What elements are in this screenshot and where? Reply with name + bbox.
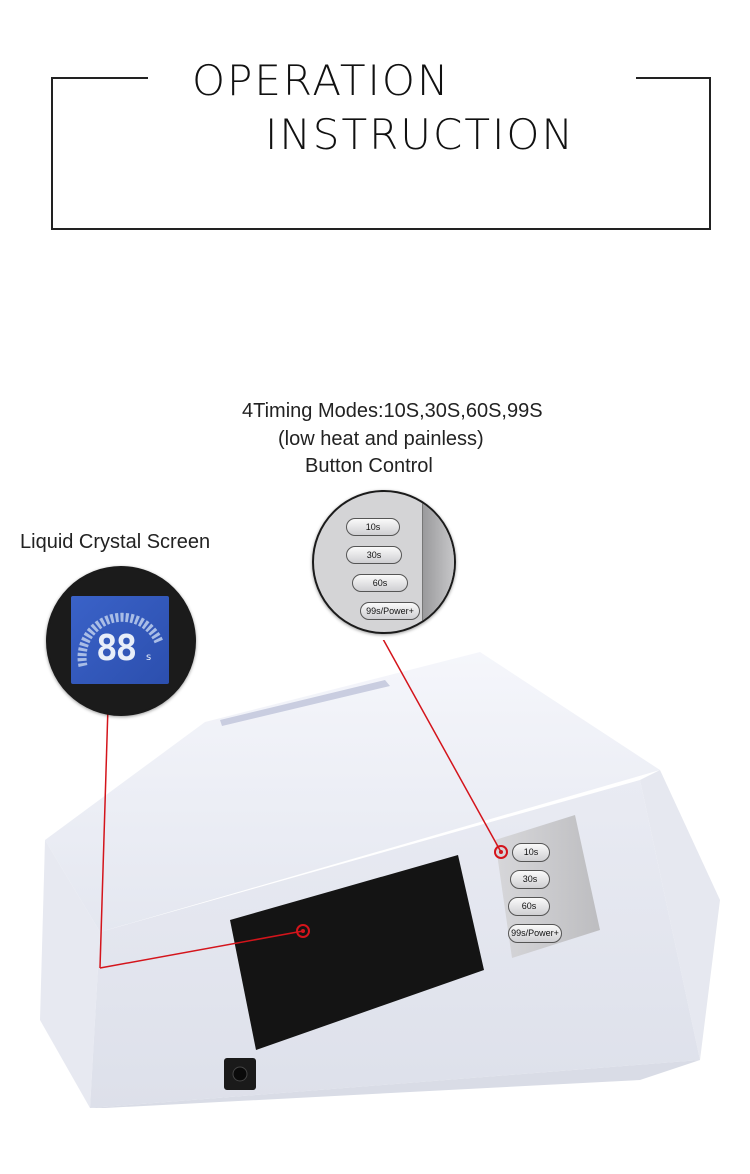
frame-top-right-line [636,77,711,79]
lcd-display [71,596,169,684]
timing-subcaption: (low heat and painless) [278,428,484,450]
page-title-line2: INSTRUCTION [265,110,575,159]
frame-right-line [709,77,711,230]
zoom-button-99s-power[interactable]: 99s/Power+ [360,602,420,620]
device-button-10s[interactable]: 10s [512,843,550,862]
device-left-bevel [40,840,100,1108]
device-right-bevel [640,770,720,1060]
zoom-button-30s[interactable]: 30s [346,546,402,564]
page-title-line1: OPERATION [192,56,451,105]
device-button-30s[interactable]: 30s [510,870,550,889]
device-button-99s-power[interactable]: 99s/Power+ [508,924,562,943]
frame-left-line [51,77,53,230]
lcd-digits: 88 [96,628,137,669]
zoom-button-10s[interactable]: 10s [346,518,400,536]
device-lcd-screen [230,855,484,1050]
lcd-unit: s [146,652,152,663]
device-top-surface [45,652,660,932]
lcd-caption: Liquid Crystal Screen [20,531,211,553]
device-top-label [220,680,390,726]
device-button-60s[interactable]: 60s [508,897,550,916]
timing-modes-caption: 4Timing Modes:10S,30S,60S,99S [242,400,543,422]
device-bottom [90,1060,700,1108]
lcd-zoom-circle: 88 s [46,566,196,716]
zoom-panel-edge [422,492,454,632]
nail-lamp-device [40,640,720,1108]
buttons-zoom-circle: 10s 30s 60s 99s/Power+ [312,490,456,634]
lcd-arc-scale [77,612,164,667]
zoom-button-60s[interactable]: 60s [352,574,408,592]
button-control-caption: Button Control [305,455,433,477]
frame-bottom-line [51,228,711,230]
frame-top-left-line [51,77,148,79]
